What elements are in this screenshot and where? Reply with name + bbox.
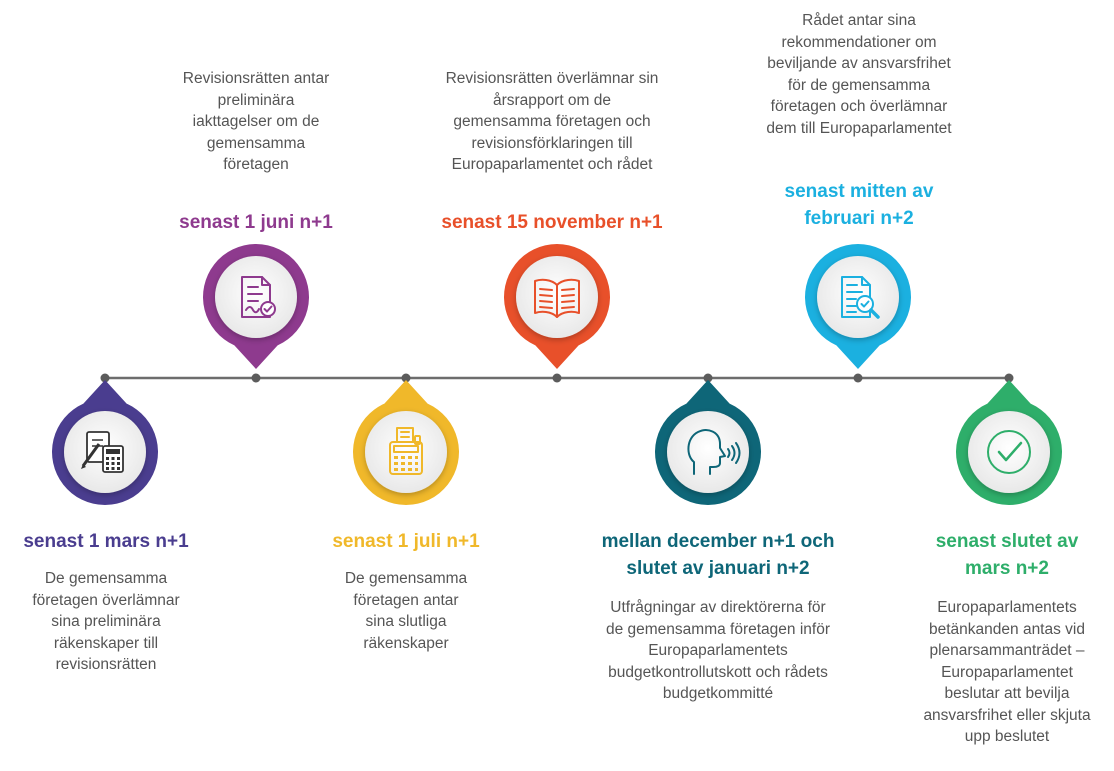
milestone-icon-circle xyxy=(968,411,1050,493)
calculator-document-icon xyxy=(81,431,124,473)
milestone-icon-circle xyxy=(215,256,297,338)
timeline-dot xyxy=(401,373,411,383)
milestone-3-date: senast 1 juli n+1 xyxy=(332,531,480,552)
checkmark-circle-icon xyxy=(987,430,1031,474)
milestone-3-marker xyxy=(353,380,459,506)
timeline-dot xyxy=(552,373,562,383)
milestone-4-description: Revisionsrätten överlämnar sin årsrappor… xyxy=(445,70,659,173)
milestone-4-date: senast 15 november n+1 xyxy=(441,212,663,233)
timeline-dot xyxy=(100,373,110,383)
milestone-3-description: De gemensamma företagen antar sina slutl… xyxy=(344,570,468,652)
milestone-6-marker xyxy=(804,244,911,369)
timeline-dot xyxy=(853,373,863,383)
timeline-markers xyxy=(52,243,1062,506)
milestone-6-description: Rådet antar sina rekommendationer om bev… xyxy=(766,12,952,137)
milestone-7-date: senast slutet av mars n+2 xyxy=(935,531,1079,579)
signed-document-icon xyxy=(241,276,276,318)
milestone-1-date: senast 1 mars n+1 xyxy=(23,531,189,552)
milestone-2-marker xyxy=(203,243,309,369)
milestone-1-marker xyxy=(52,380,159,506)
milestone-1-description: De gemensamma företagen överlämnar sina … xyxy=(32,570,180,673)
milestone-5-description: Utfrågningar av direktörerna för de geme… xyxy=(605,599,831,702)
milestone-6-date: senast mitten av februari n+2 xyxy=(784,181,934,229)
timeline-dots xyxy=(100,373,1014,383)
milestone-icon-circle xyxy=(667,411,749,493)
adding-machine-icon xyxy=(389,427,423,475)
open-book-icon xyxy=(534,278,580,318)
milestone-4-marker xyxy=(504,243,610,369)
document-review-icon xyxy=(841,276,880,319)
milestone-7-description: Europaparlamentets betänkanden antas vid… xyxy=(923,599,1091,745)
milestone-icon-circle xyxy=(817,256,899,338)
milestone-2-date: senast 1 juni n+1 xyxy=(179,212,333,233)
milestone-5-marker xyxy=(655,380,761,506)
milestone-7-marker xyxy=(955,380,1062,506)
milestone-5-date: mellan december n+1 och slutet av januar… xyxy=(601,531,835,579)
timeline-dot xyxy=(703,373,713,383)
milestone-2-description: Revisionsrätten antar preliminära iaktta… xyxy=(182,70,330,173)
timeline-dot xyxy=(251,373,261,383)
speaking-head-icon xyxy=(687,429,741,475)
timeline-dot xyxy=(1004,373,1014,383)
